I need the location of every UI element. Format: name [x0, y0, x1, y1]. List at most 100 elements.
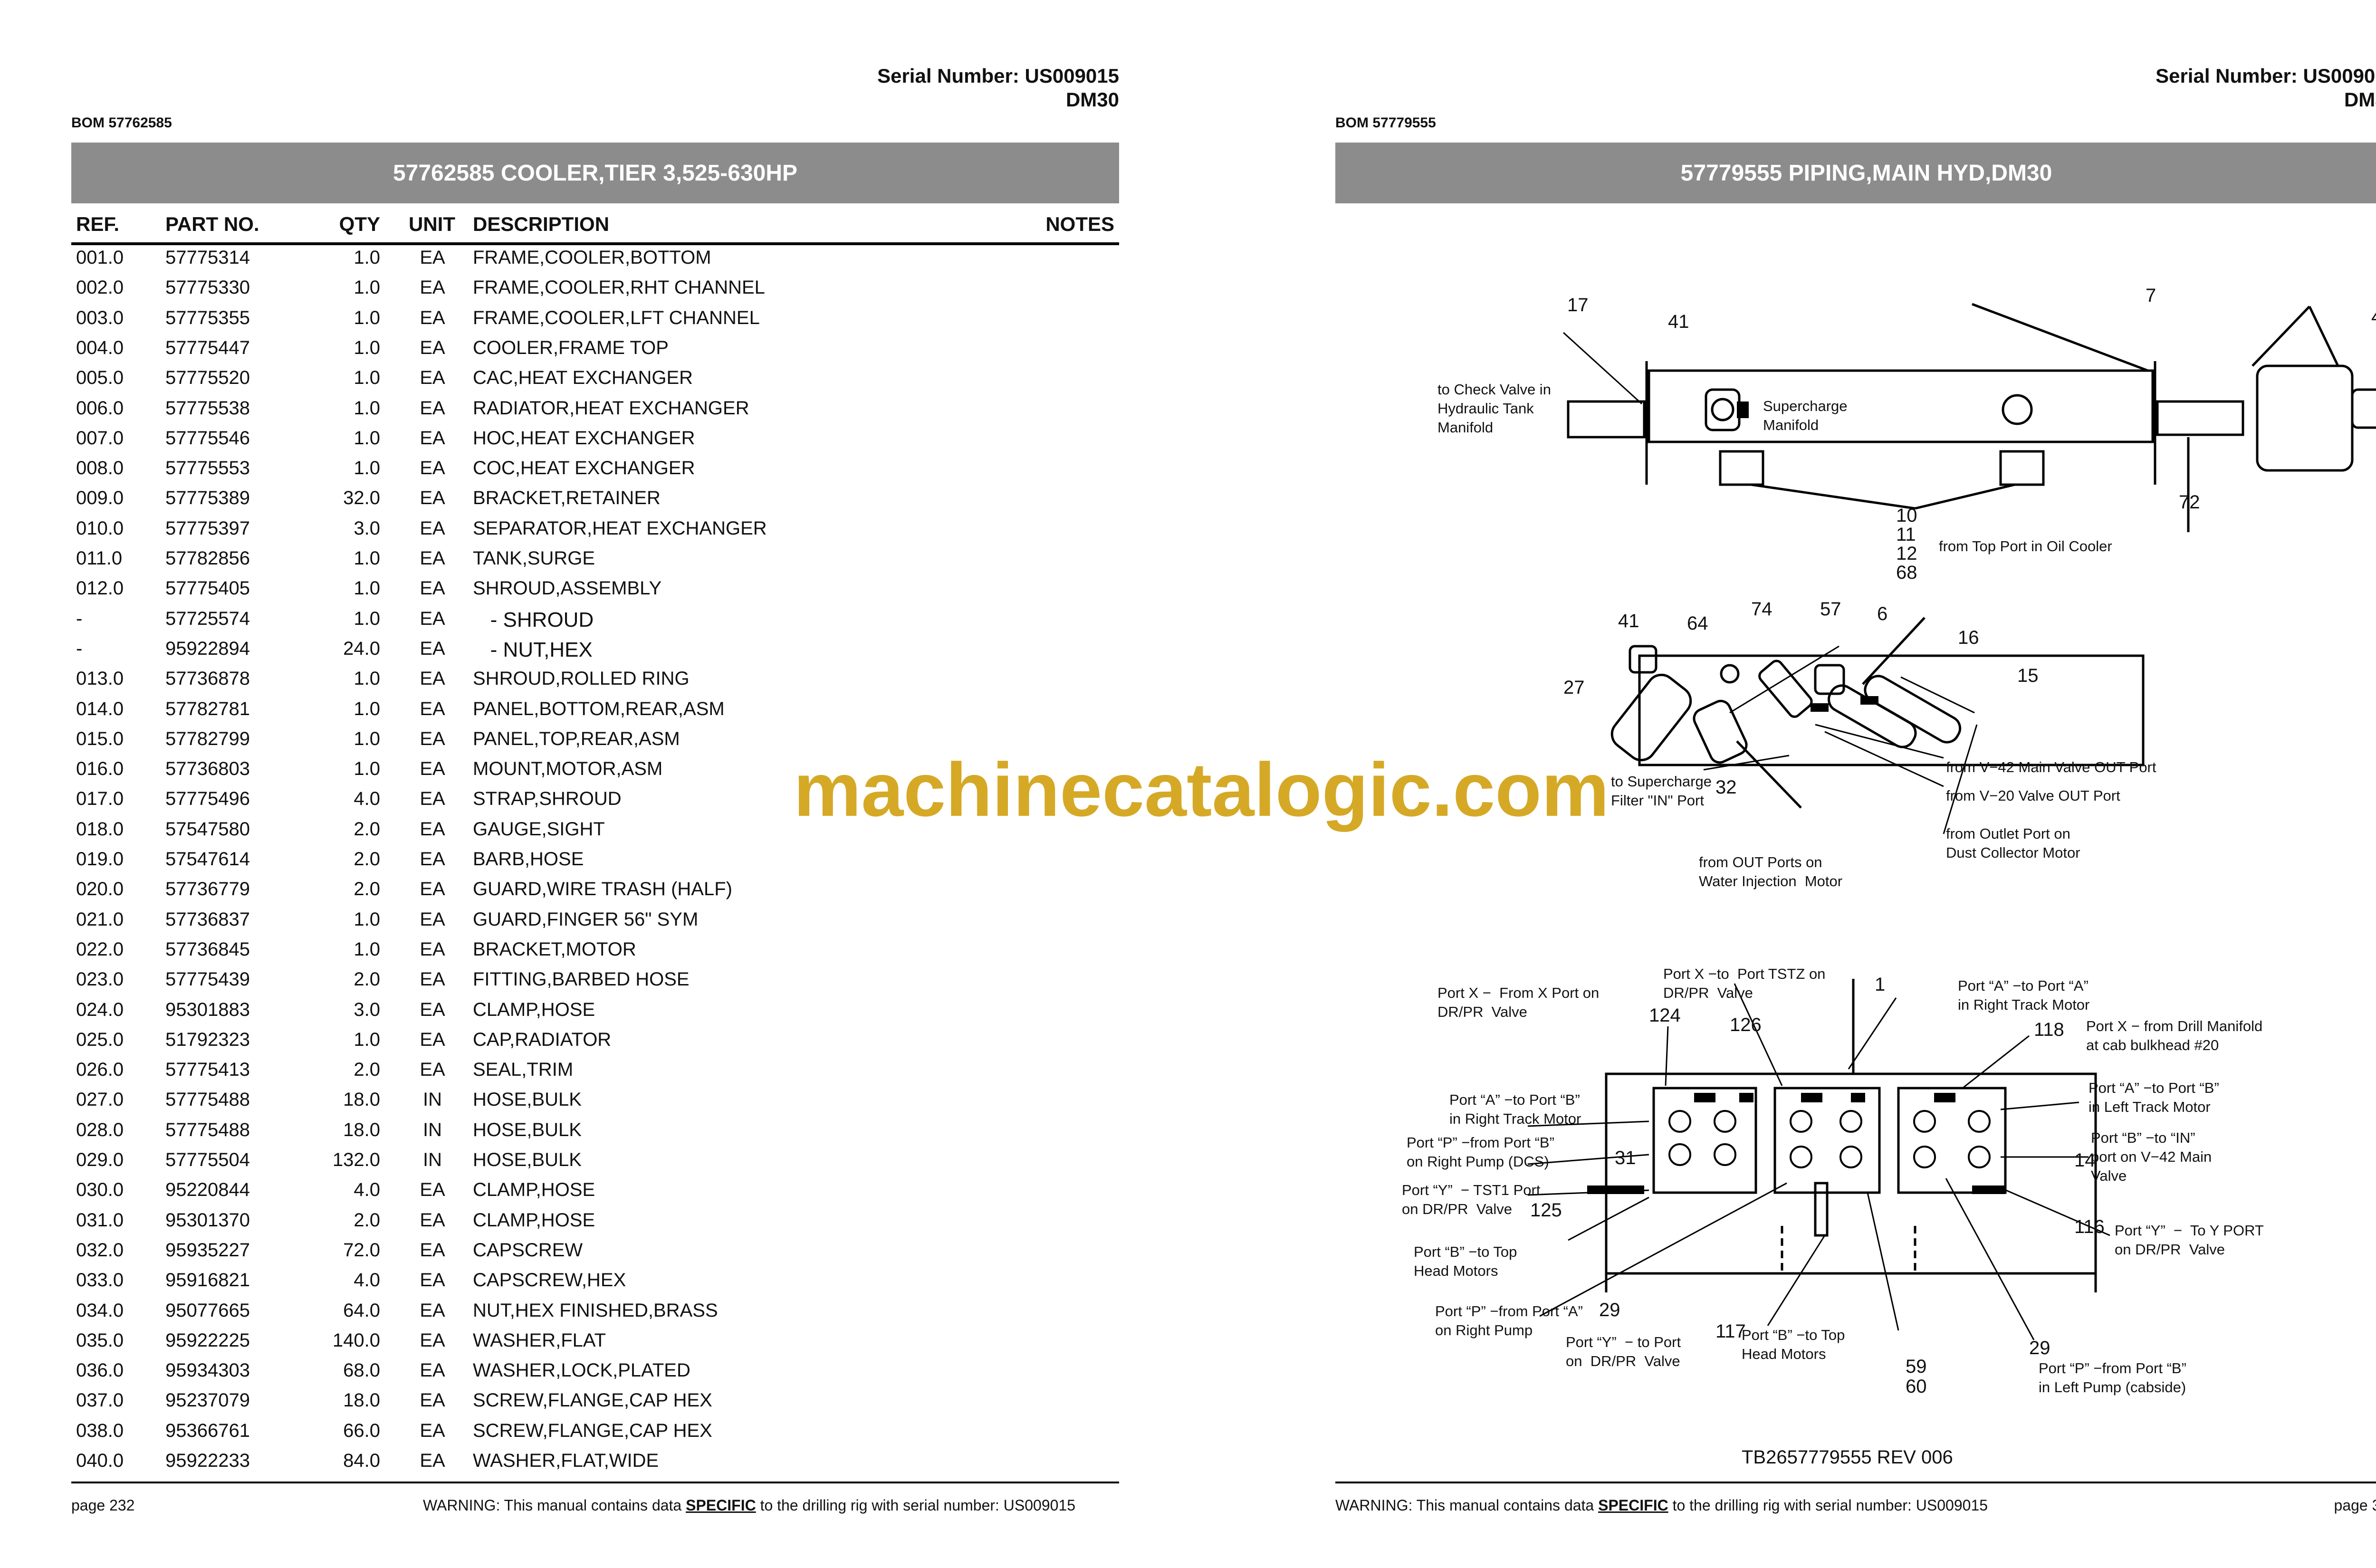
cell-description: PANEL,BOTTOM,REAR,ASM	[473, 698, 725, 719]
cell-ref: 016.0	[76, 758, 124, 780]
cell-part-no: 95301370	[165, 1209, 250, 1231]
cell-unit: EA	[420, 1420, 445, 1441]
cell-description: NUT,HEX FINISHED,BRASS	[473, 1300, 718, 1321]
drawing-number: TB2657779555 REV 006	[1742, 1447, 1953, 1468]
cell-qty: 72.0	[343, 1239, 380, 1261]
cell-qty: 32.0	[343, 488, 380, 509]
cell-qty: 68.0	[343, 1360, 380, 1381]
cell-description: BRACKET,MOTOR	[473, 938, 636, 960]
cell-unit: EA	[420, 1390, 445, 1411]
note-porta-right-track: Port “A” −to Port “A” in Right Track Mot…	[1958, 977, 2090, 1013]
cell-part-no: 57775330	[165, 277, 250, 298]
col-qty: QTY	[339, 213, 380, 235]
cell-part-no: 95922225	[165, 1329, 250, 1351]
cell-ref: 031.0	[76, 1209, 124, 1231]
serial-header-right: Serial Number: US009015 DM30	[2156, 64, 2376, 112]
cell-qty: 2.0	[354, 879, 380, 900]
cell-qty: 18.0	[343, 1089, 380, 1110]
callout-117: 117	[1715, 1321, 1746, 1342]
cell-part-no: 57775553	[165, 458, 250, 479]
cell-part-no: 95922233	[165, 1450, 250, 1471]
cell-qty: 66.0	[343, 1420, 380, 1441]
cell-unit: EA	[420, 1300, 445, 1321]
callout-41-b: 41	[2371, 306, 2376, 328]
cell-unit: EA	[420, 1450, 445, 1471]
cell-unit: EA	[420, 337, 445, 358]
cell-qty: 1.0	[354, 247, 380, 268]
cell-part-no: 95237079	[165, 1390, 250, 1411]
warning-emphasis: SPECIFIC	[686, 1497, 756, 1514]
watermark: machinecatalogic.com	[794, 747, 1610, 832]
note-porta-left-track: Port “A” −to Port “B” in Left Track Moto…	[2089, 1080, 2219, 1115]
cell-qty: 3.0	[354, 999, 380, 1020]
cell-ref: 018.0	[76, 818, 124, 840]
cell-part-no: 57782799	[165, 728, 250, 749]
cell-qty: 1.0	[354, 728, 380, 749]
cell-part-no: 57736878	[165, 668, 250, 689]
cell-unit: EA	[420, 247, 445, 268]
cell-description: GUARD,WIRE TRASH (HALF)	[473, 879, 732, 900]
cell-qty: 4.0	[354, 1179, 380, 1201]
cell-unit: EA	[420, 938, 445, 960]
cell-ref: 040.0	[76, 1450, 124, 1471]
callout-29-b: 29	[2029, 1338, 2050, 1358]
cell-part-no: 95077665	[165, 1300, 250, 1321]
cell-part-no: 57736837	[165, 908, 250, 930]
cell-ref: 015.0	[76, 728, 124, 749]
callout-15: 15	[2017, 665, 2039, 686]
cell-description: STRAP,SHROUD	[473, 788, 622, 810]
cell-description: MOUNT,MOTOR,ASM	[473, 758, 663, 780]
cell-ref: 035.0	[76, 1329, 124, 1351]
cell-unit: EA	[420, 1360, 445, 1381]
note-portx-from-x: Port X − From X Port on DR/PR Valve	[1437, 985, 1600, 1020]
cell-part-no: 57775355	[165, 307, 250, 328]
cell-ref: 008.0	[76, 458, 124, 479]
cell-description: FITTING,BARBED HOSE	[473, 969, 690, 990]
cell-part-no: 51792323	[165, 1029, 250, 1050]
cell-ref: 028.0	[76, 1119, 124, 1140]
cell-description: FRAME,COOLER,LFT CHANNEL	[473, 307, 760, 328]
cell-part-no: 95934303	[165, 1360, 250, 1381]
cell-qty: 2.0	[354, 818, 380, 840]
note-porta-b-right-track: Port “A” −to Port “B” in Right Track Mot…	[1449, 1091, 1581, 1127]
cell-description: SCREW,FLANGE,CAP HEX	[473, 1420, 712, 1441]
piping-diagram	[1527, 303, 2376, 1340]
model-name-right: DM30	[2344, 88, 2376, 111]
cell-ref: 012.0	[76, 578, 124, 599]
callout-126: 126	[1730, 1014, 1762, 1035]
cell-description: CAPSCREW	[473, 1239, 583, 1261]
cell-part-no: 95301883	[165, 999, 250, 1020]
cell-description: SHROUD,ROLLED RING	[473, 668, 690, 689]
cell-ref: 001.0	[76, 247, 124, 268]
header-rule	[71, 242, 1119, 245]
left-page: Serial Number: US009015 DM30 BOM 5776258…	[0, 65, 1212, 1514]
cell-ref: 026.0	[76, 1059, 124, 1080]
cell-ref: 024.0	[76, 999, 124, 1020]
valve-block-left	[1652, 1087, 1757, 1194]
note-supercharge-filter: to Supercharge Filter "IN" Port	[1611, 773, 1712, 809]
cell-description: SEPARATOR,HEAT EXCHANGER	[473, 517, 767, 539]
cell-qty: 1.0	[354, 397, 380, 419]
cell-part-no: 57775439	[165, 969, 250, 990]
cell-qty: 2.0	[354, 1209, 380, 1231]
callout-7: 7	[2146, 285, 2156, 306]
callout-125: 125	[1530, 1200, 1562, 1221]
cell-qty: 1.0	[354, 458, 380, 479]
cell-unit: EA	[420, 277, 445, 298]
cell-unit: EA	[420, 1209, 445, 1231]
warning-footer: WARNING: This manual contains data SPECI…	[423, 1497, 1076, 1514]
